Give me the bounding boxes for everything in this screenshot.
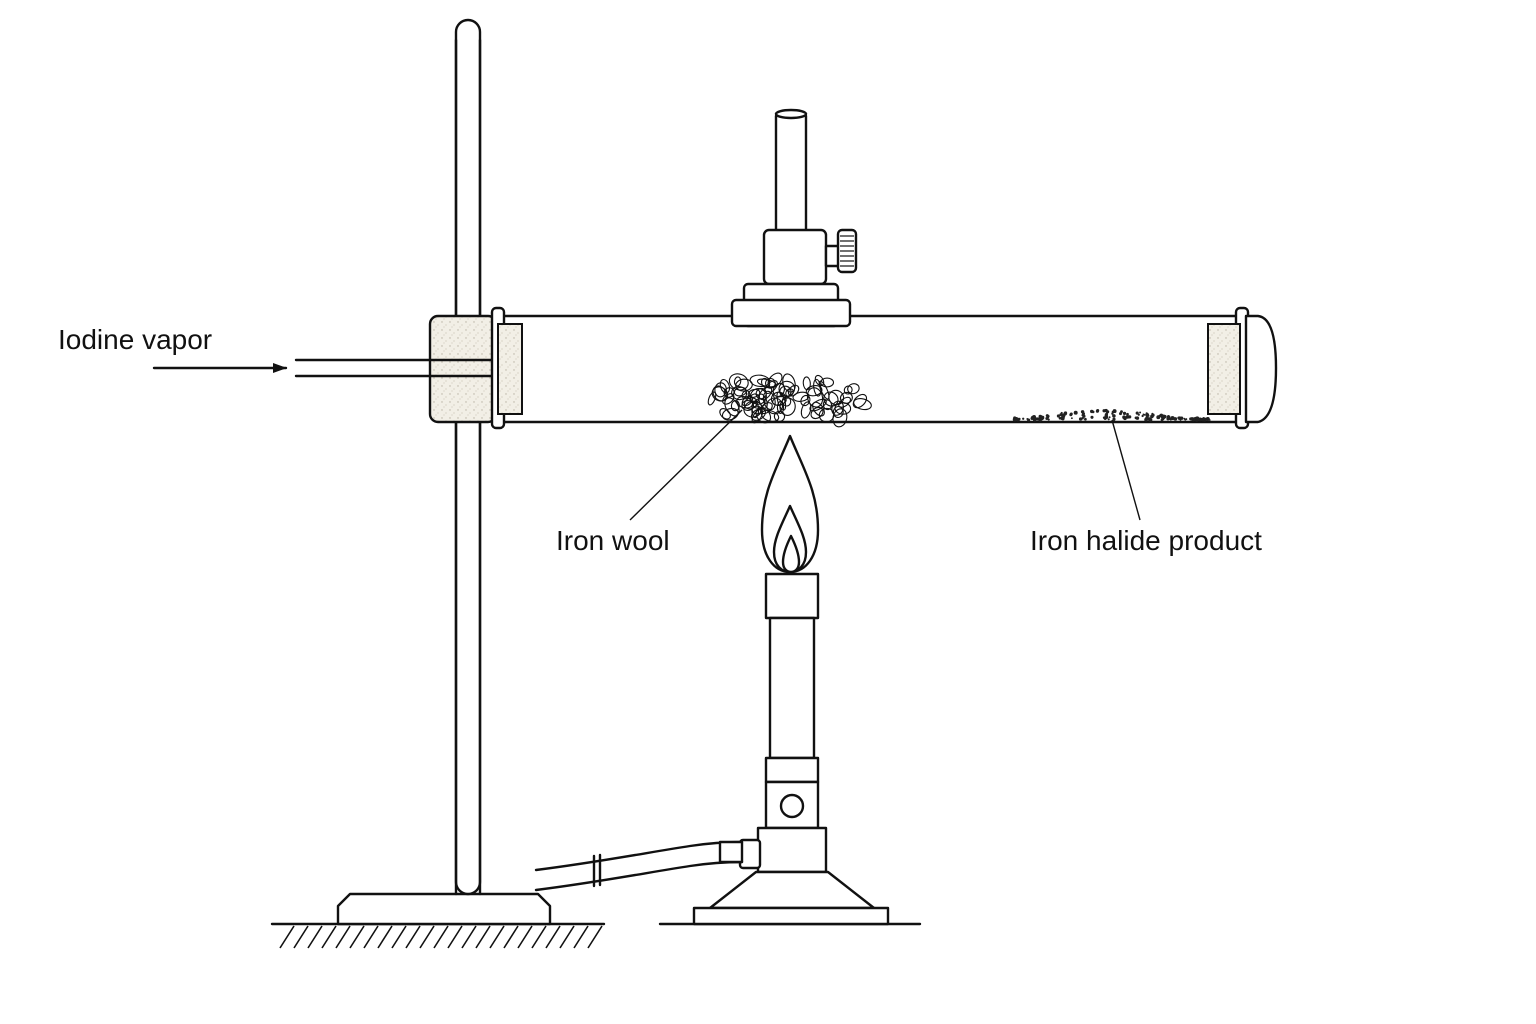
- iron-halide-deposit: [1012, 408, 1211, 422]
- ground-hatching-left: [270, 922, 606, 949]
- inlet-tube: [294, 358, 502, 378]
- left-inner-plug: [497, 323, 523, 415]
- stand-base: [336, 892, 552, 926]
- iron-halide-leader: [1111, 419, 1141, 521]
- bunsen-burner: [692, 572, 890, 926]
- tube-clamp: [730, 108, 858, 328]
- gas-hose: [534, 840, 744, 892]
- iodine-vapor-label: Iodine vapor: [58, 324, 212, 355]
- flame: [760, 434, 820, 574]
- iron-halide-product-label: Iron halide product: [1030, 525, 1262, 556]
- stand-rod: [454, 18, 482, 896]
- glass-tube: [490, 306, 1278, 430]
- iron-wool-label: Iron wool: [556, 525, 670, 556]
- iron-wool-leader: [629, 409, 743, 521]
- left-stopper: [428, 314, 498, 424]
- air-hole: [779, 793, 805, 819]
- right-inner-plug: [1207, 323, 1241, 415]
